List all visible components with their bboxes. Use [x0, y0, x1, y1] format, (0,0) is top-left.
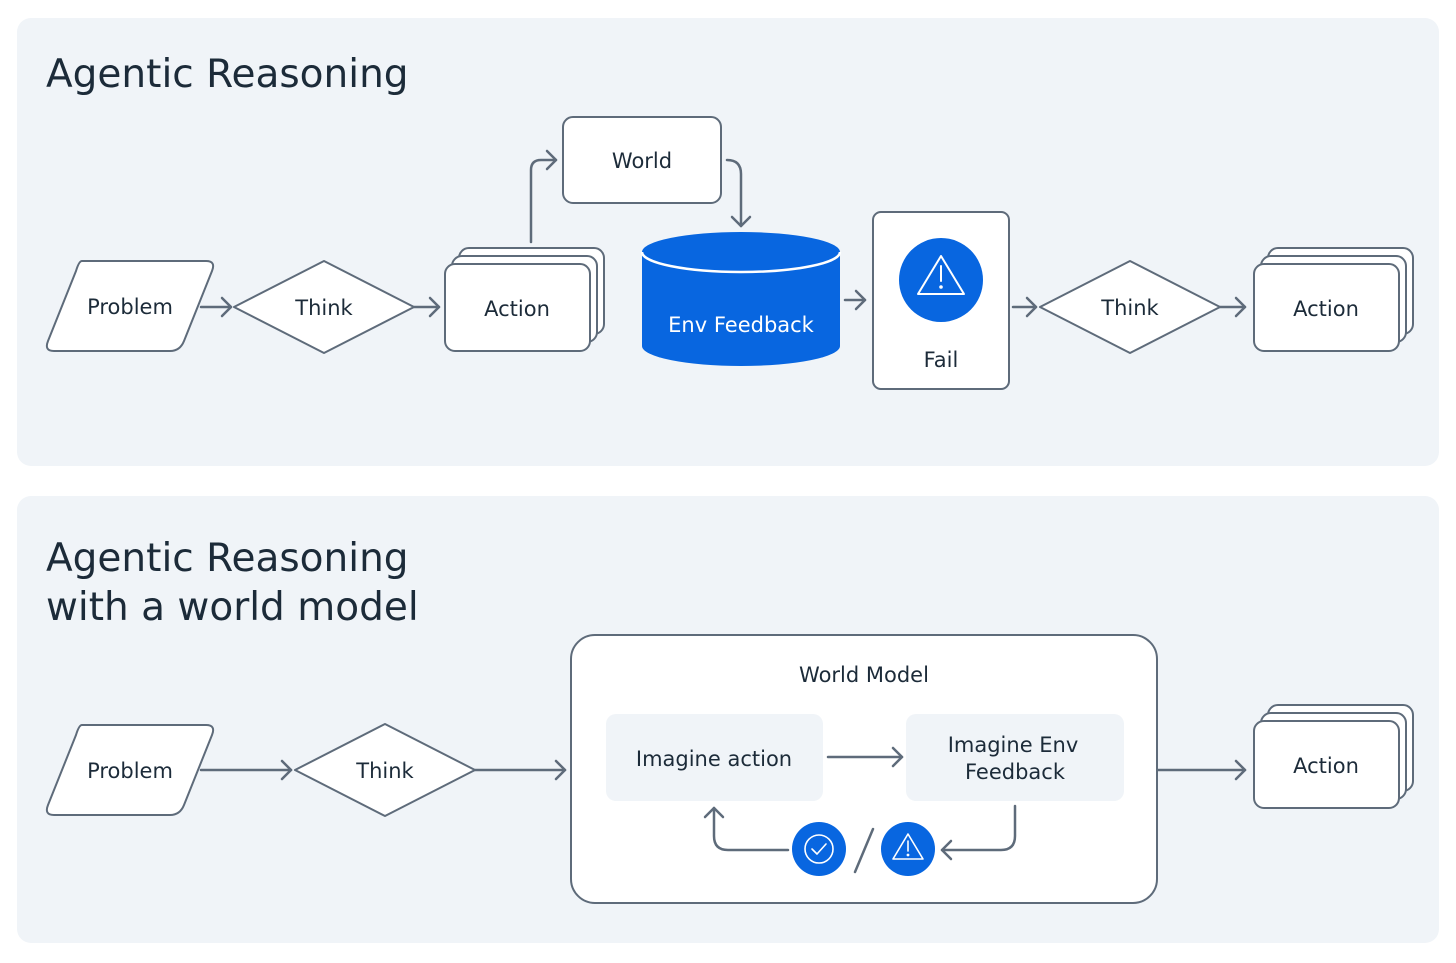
- bottom-think-shape: [294, 723, 476, 817]
- arrow-loop-back-to-imagine-action: [703, 806, 790, 852]
- panel-agentic-reasoning: Agentic Reasoning Problem Think Action: [17, 18, 1439, 466]
- top-action-label-1: Action: [484, 297, 550, 321]
- world-model-shape: [570, 634, 1158, 904]
- top-action-node-2: Action: [1253, 247, 1414, 352]
- arrow-top-problem-to-think: [199, 296, 233, 318]
- bottom-problem-shape: [45, 724, 215, 816]
- imagine-env-feedback-label-line2: Feedback: [965, 760, 1066, 784]
- check-circle-icon: [792, 822, 846, 876]
- bottom-action-label: Action: [1293, 754, 1359, 778]
- bottom-panel-title-line2: with a world model: [46, 585, 419, 630]
- top-world-shape: [562, 116, 722, 204]
- bottom-think-label: Think: [355, 759, 414, 783]
- arrow-top-action-to-world: [529, 149, 558, 244]
- top-env-feedback-label: Env Feedback: [668, 313, 815, 337]
- imagine-env-feedback-node: Imagine Env Feedback: [906, 714, 1124, 801]
- arrow-imagine-action-to-env: [826, 746, 904, 768]
- bottom-problem-label: Problem: [87, 759, 173, 783]
- bottom-action-node: Action: [1253, 704, 1414, 809]
- imagine-action-node: Imagine action: [606, 714, 823, 801]
- arrow-top-env-to-fail: [843, 289, 867, 311]
- top-action-label-2: Action: [1293, 297, 1359, 321]
- top-think-label-1: Think: [294, 296, 353, 320]
- arrow-top-world-to-env: [725, 158, 752, 228]
- world-model-label: World Model: [799, 663, 929, 687]
- arrow-top-think-to-action: [412, 296, 441, 318]
- top-think-node-2: Think: [1039, 260, 1221, 354]
- arrow-top-think-to-action-2: [1218, 296, 1247, 318]
- top-think-shape-1: [233, 260, 415, 354]
- bottom-think-node: Think: [294, 723, 476, 817]
- slash-separator: [853, 827, 875, 874]
- top-think-shape-2: [1039, 260, 1221, 354]
- top-action-shape-2: [1253, 263, 1400, 352]
- imagine-action-label: Imagine action: [636, 747, 792, 771]
- top-action-node-1: Action: [444, 247, 605, 352]
- imagine-env-feedback-shape: [906, 714, 1124, 801]
- world-model-container: World Model Imagine action Imagine Env F…: [570, 634, 1158, 904]
- env-feedback-cylinder-body: [642, 252, 840, 366]
- warning-icon: [899, 238, 983, 322]
- bottom-problem-node: Problem: [45, 724, 215, 816]
- top-fail-label: Fail: [924, 348, 959, 372]
- panel-agentic-reasoning-world-model: Agentic Reasoning with a world model Pro…: [17, 496, 1439, 943]
- top-action-shape-1: [444, 263, 591, 352]
- arrow-bottom-think-to-world-model: [473, 759, 567, 781]
- top-fail-node: Fail: [872, 211, 1010, 390]
- warning-icon: [881, 822, 935, 876]
- arrow-top-fail-to-think: [1011, 296, 1038, 318]
- top-problem-shape: [45, 260, 215, 352]
- top-env-feedback-node: Env Feedback: [640, 232, 842, 366]
- arrow-bottom-world-model-to-action: [1156, 759, 1247, 781]
- arrow-bottom-problem-to-think: [199, 759, 293, 781]
- bottom-action-shape: [1253, 720, 1400, 809]
- top-problem-node: Problem: [45, 260, 215, 352]
- top-think-label-2: Think: [1100, 296, 1159, 320]
- top-problem-label: Problem: [87, 295, 173, 319]
- imagine-action-shape: [606, 714, 823, 801]
- arrow-env-feedback-loop-in: [940, 804, 1017, 861]
- bottom-panel-title-line1: Agentic Reasoning: [46, 536, 409, 581]
- imagine-env-feedback-label-line1: Imagine Env: [948, 733, 1079, 757]
- top-think-node-1: Think: [233, 260, 415, 354]
- top-world-label: World: [612, 149, 672, 173]
- top-world-node: World: [562, 116, 722, 204]
- top-panel-title: Agentic Reasoning: [46, 52, 409, 97]
